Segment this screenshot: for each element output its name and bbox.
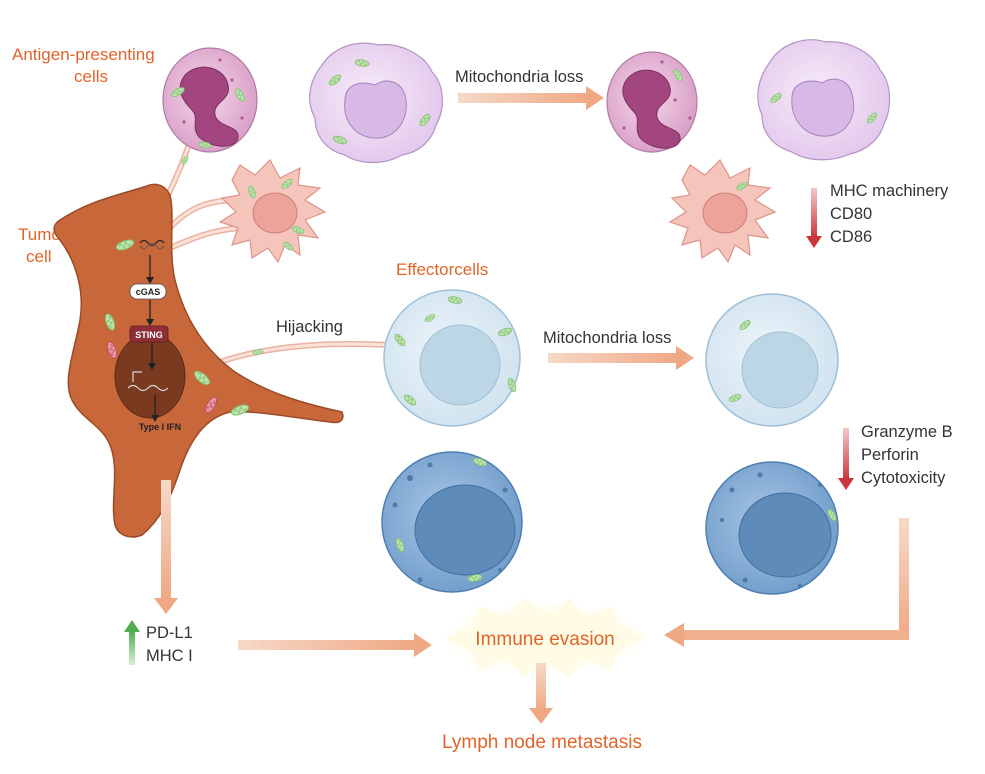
arrow-tumor-down	[154, 480, 178, 614]
effector-cell-dark-right	[705, 461, 839, 595]
sting-badge	[129, 325, 169, 343]
dendritic-cell-right	[668, 159, 777, 264]
arrow-markers-to-evasion	[238, 633, 432, 657]
immune-evasion-label: Immune evasion	[475, 629, 614, 650]
mito-loss-top-label: Mitochondria loss	[455, 68, 583, 86]
mito-loss-mid-label: Mitochondria loss	[543, 329, 671, 347]
effector-marker-perforin: Perforin	[861, 446, 919, 464]
tumor-label-line2: cell	[26, 247, 52, 266]
apc-marker-cd80: CD80	[830, 205, 872, 223]
sting-label: STING	[135, 330, 163, 340]
arrow-mito-loss-top	[458, 86, 604, 110]
immune-evasion-burst	[435, 598, 655, 678]
neutrophil-right	[606, 51, 698, 153]
hijacking-label: Hijacking	[276, 318, 343, 336]
effector-marker-granzyme: Granzyme B	[861, 423, 953, 441]
green-up-arrow-icon	[124, 620, 140, 665]
effector-cell-light-left	[383, 289, 521, 427]
lymph-node-metastasis-label: Lymph node metastasis	[442, 732, 642, 753]
effector-marker-cytotoxicity: Cytotoxicity	[861, 469, 946, 487]
tumor-marker-pdl1: PD-L1	[146, 624, 193, 642]
apc-marker-mhc: MHC machinery	[830, 182, 949, 200]
red-down-arrow-icon	[806, 188, 822, 248]
apc-label-line2: cells	[74, 67, 108, 86]
macrophage-left	[309, 42, 443, 164]
red-down-arrow-icon	[838, 428, 854, 490]
apc-label-line1: Antigen-presenting	[12, 45, 155, 64]
arrow-evasion-to-lymph	[529, 663, 553, 724]
macrophage-right	[757, 39, 891, 161]
effector-label: Effectorcells	[396, 260, 488, 279]
cgas-badge	[129, 283, 167, 300]
neutrophil-left	[162, 47, 258, 153]
cgas-label: cGAS	[136, 287, 161, 297]
arrow-effector-to-evasion	[664, 518, 909, 647]
type-i-ifn-label: Type I IFN	[139, 422, 181, 432]
tumor-cell: cGAS STING Type I IFN	[53, 183, 344, 538]
effector-cell-light-right	[705, 293, 839, 427]
arrow-mito-loss-mid	[548, 346, 694, 370]
effector-cell-dark-left	[381, 451, 523, 593]
dna-icon	[139, 239, 165, 247]
dendritic-cell-left	[218, 159, 327, 264]
tumor-marker-mhc-i: MHC I	[146, 647, 193, 665]
apc-marker-cd86: CD86	[830, 228, 872, 246]
